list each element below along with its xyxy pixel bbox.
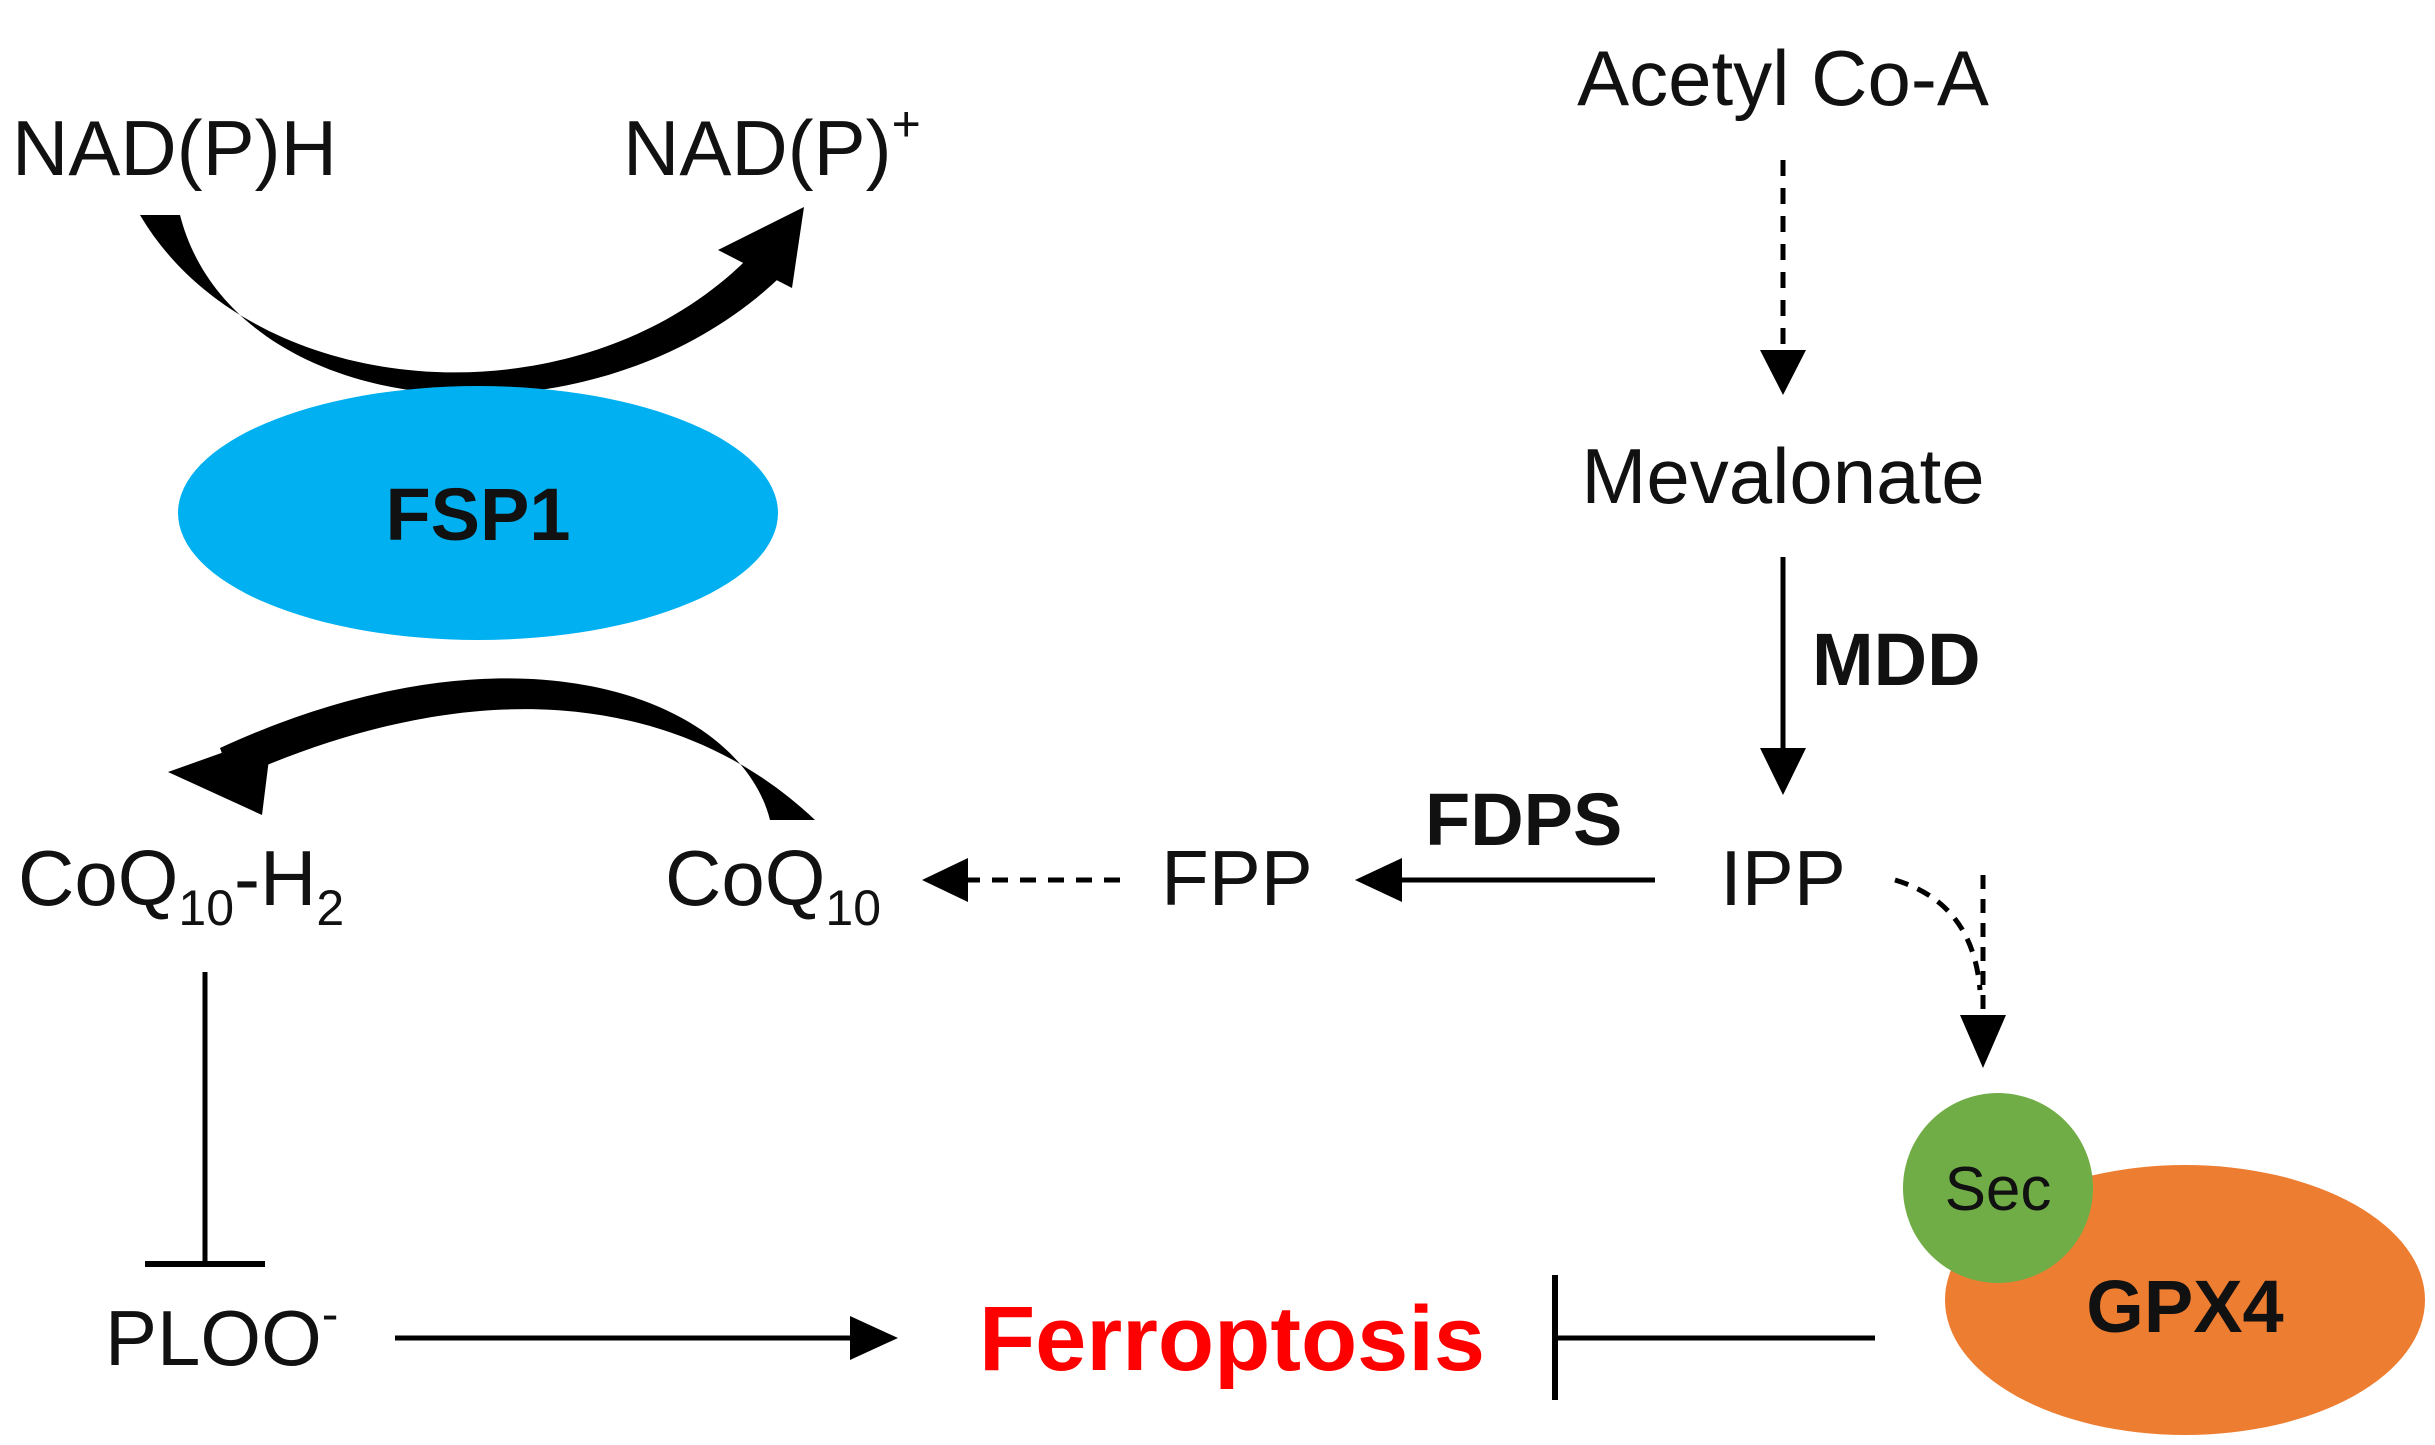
ploo-to-ferroptosis-arrowhead [850, 1316, 898, 1360]
coq10-label: CoQ10 [665, 834, 881, 936]
acetyl-to-mevalonate-arrowhead [1760, 350, 1806, 395]
bottom-curved-arrow [168, 678, 815, 820]
fsp1-ellipse [178, 386, 778, 640]
ipp-to-fpp-arrowhead [1355, 858, 1402, 902]
acetyl-coa-label: Acetyl Co-A [1577, 34, 1989, 122]
sec-circle [1903, 1093, 2093, 1283]
fpp-label: FPP [1161, 834, 1313, 922]
nadph-label: NAD(P)H [12, 104, 337, 192]
ipp-to-gpx4-curved-dashed-arrow [1894, 877, 1983, 991]
top-curved-arrow [140, 207, 804, 395]
fdps-label: FDPS [1425, 778, 1622, 861]
nadp-plus-label: NAD(P)+ [623, 96, 921, 192]
fsp1-label: FSP1 [385, 473, 570, 556]
fpp-to-coq10-arrowhead [922, 858, 968, 902]
mevalonate-label: Mevalonate [1581, 432, 1984, 520]
ploo-label: PLOO- [105, 1286, 338, 1382]
mdd-label: MDD [1812, 618, 1981, 701]
ipp-to-gpx4-arrowhead [1960, 1015, 2006, 1068]
coq10-h2-label: CoQ10-H2 [18, 834, 344, 936]
mevalonate-to-ipp-arrowhead [1760, 748, 1806, 795]
sec-label: Sec [1945, 1155, 2052, 1224]
ipp-label: IPP [1720, 834, 1846, 922]
gpx4-label: GPX4 [2086, 1265, 2283, 1348]
ferroptosis-label: Ferroptosis [979, 1288, 1485, 1390]
